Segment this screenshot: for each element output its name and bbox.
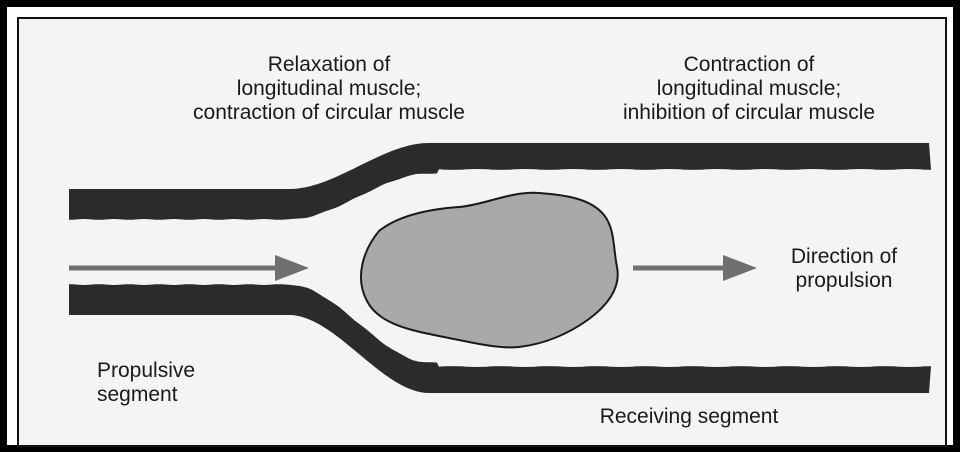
food-bolus <box>361 193 618 348</box>
propulsive-label-line1: Propulsive <box>97 359 195 383</box>
top-right-label-line1: Contraction of <box>579 53 919 77</box>
direction-label-line2: propulsion <box>759 269 929 293</box>
top-left-label-line1: Relaxation of <box>159 53 499 77</box>
direction-label-line1: Direction of <box>759 245 929 269</box>
diagram-panel: Relaxation of longitudinal muscle; contr… <box>17 17 947 447</box>
top-right-label-line2: longitudinal muscle; <box>579 77 919 101</box>
top-right-label: Contraction of longitudinal muscle; inhi… <box>579 53 919 125</box>
propulsive-segment-label: Propulsive segment <box>97 359 195 407</box>
top-left-label-line3: contraction of circular muscle <box>159 101 499 125</box>
propulsive-label-line2: segment <box>97 383 195 407</box>
right-arrow <box>633 255 757 281</box>
top-left-label-line2: longitudinal muscle; <box>159 77 499 101</box>
top-left-label: Relaxation of longitudinal muscle; contr… <box>159 53 499 125</box>
left-arrow <box>69 255 309 281</box>
top-right-label-line3: inhibition of circular muscle <box>579 101 919 125</box>
receiving-segment-label: Receiving segment <box>539 405 839 429</box>
direction-of-propulsion-label: Direction of propulsion <box>759 245 929 293</box>
